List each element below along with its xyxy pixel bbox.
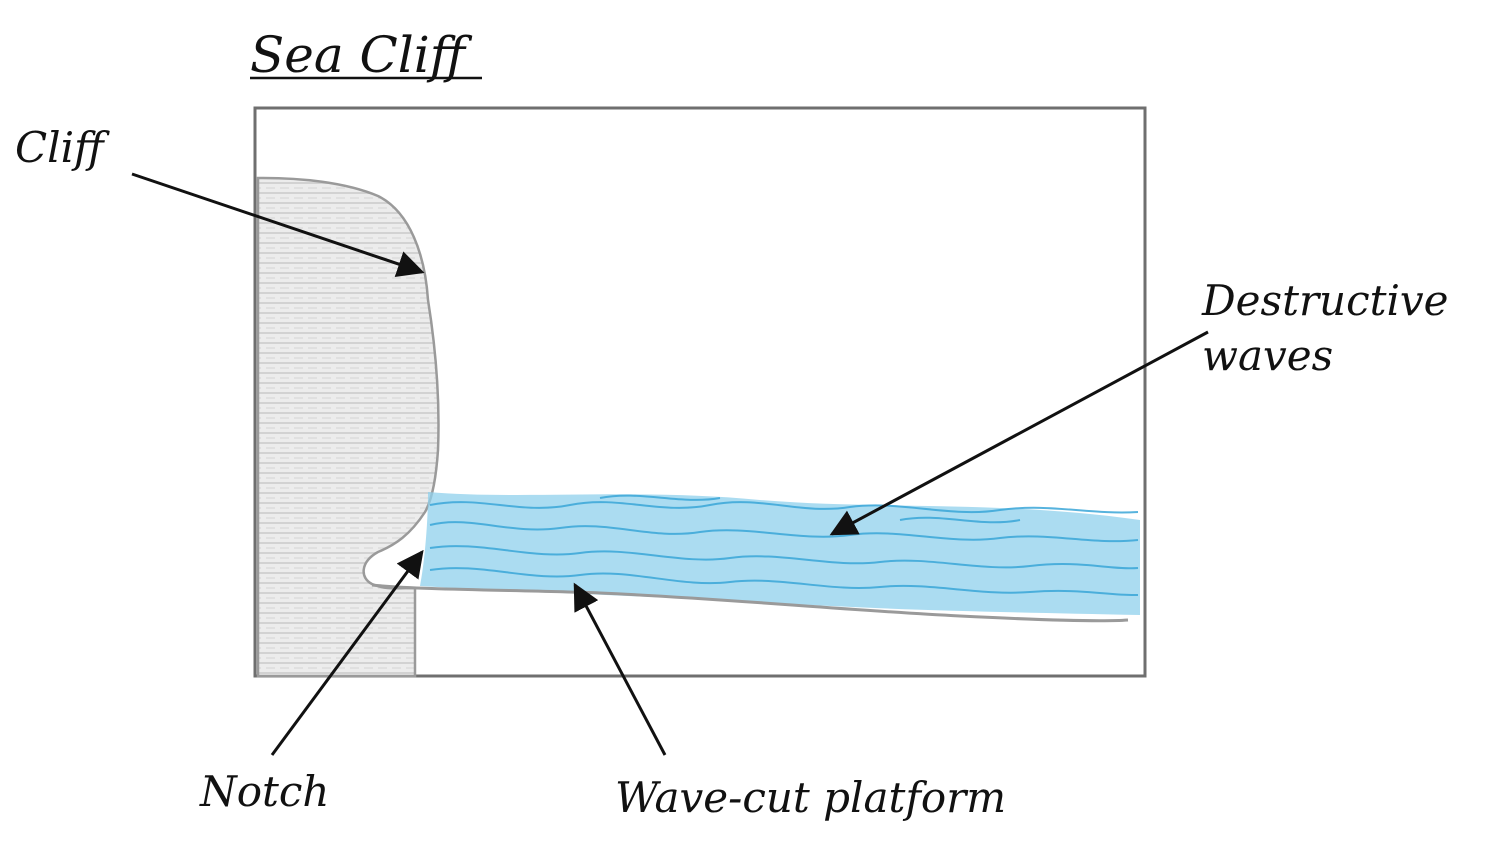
- sea-water: [420, 492, 1140, 615]
- arrow-destructive-waves: [829, 330, 1209, 536]
- arrow-notch: [270, 549, 424, 756]
- arrow-wave-cut-platform: [573, 582, 667, 756]
- wave-cut-platform-line: [371, 583, 1129, 623]
- wave-lines: [429, 494, 1139, 597]
- label-destructive-waves-line1: Destructive: [1201, 276, 1449, 325]
- arrow-cliff: [131, 172, 425, 278]
- label-destructive-waves-line2: waves: [1202, 331, 1333, 380]
- label-wave-cut-platform: Wave-cut platform: [615, 773, 1006, 822]
- label-notch: Notch: [199, 767, 330, 816]
- diagram-title: Sea Cliff: [250, 26, 473, 84]
- label-cliff: Cliff: [15, 123, 110, 172]
- diagram-frame: [253, 106, 1147, 678]
- cliff-face: [256, 176, 440, 678]
